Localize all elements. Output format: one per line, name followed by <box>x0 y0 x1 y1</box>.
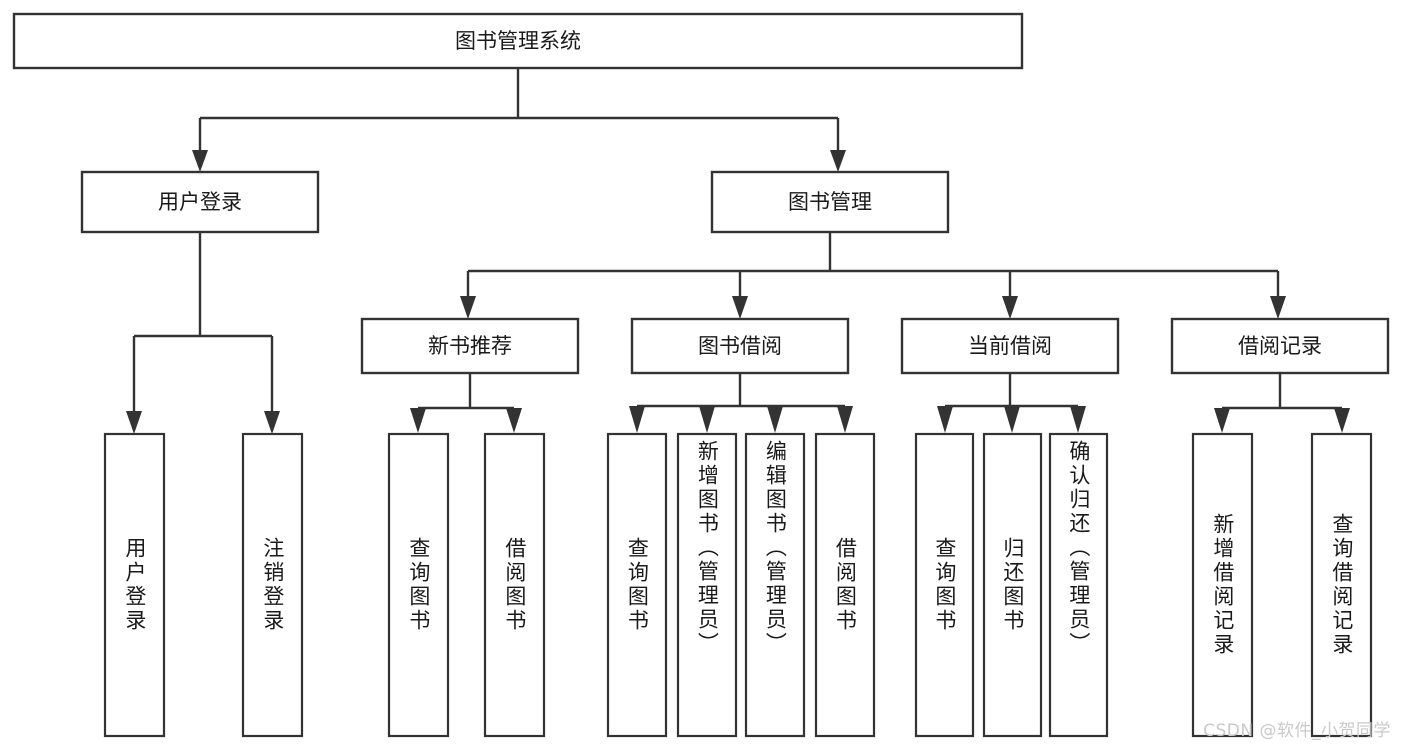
arrow-head-icon <box>410 408 426 433</box>
arrow-head-icon <box>126 411 142 434</box>
node-root[interactable]: 图书管理系统 <box>12 12 1024 70</box>
connector-book-borrow-to-leaves <box>629 373 853 433</box>
arrow-head-icon <box>837 406 853 433</box>
node-leaf-rect[interactable] <box>1048 432 1109 738</box>
node-new-book-recommend-label: 新书推荐 <box>428 334 512 358</box>
node-leaf-rect[interactable] <box>1191 432 1254 738</box>
node-new-book-recommend-rect <box>360 317 580 375</box>
connector-book-management-to-level3 <box>460 232 1286 319</box>
node-leaf-rect[interactable] <box>814 432 876 738</box>
arrow-head-icon <box>264 411 280 434</box>
arrow-head-icon <box>1002 296 1018 319</box>
node-leaf-rect[interactable] <box>676 432 738 738</box>
connector-user-login-to-leaves <box>126 232 280 434</box>
arrow-head-icon <box>830 150 846 172</box>
node-leaf-rect[interactable] <box>483 432 546 738</box>
connector-root-to-level2 <box>192 68 846 172</box>
node-leaf-rect[interactable] <box>1310 432 1373 738</box>
node-root-rect <box>12 12 1024 70</box>
node-current-borrow[interactable]: 当前借阅 <box>900 317 1120 375</box>
node-leaf-rect[interactable] <box>606 432 668 738</box>
node-book-management[interactable]: 图书管理 <box>710 170 950 234</box>
node-user-login-rect <box>80 170 320 234</box>
node-leaf-rect[interactable] <box>387 432 450 738</box>
arrow-head-icon <box>192 150 208 172</box>
node-book-borrow[interactable]: 图书借阅 <box>630 317 850 375</box>
arrow-head-icon <box>1070 406 1086 433</box>
node-leaf-rect[interactable] <box>241 432 304 738</box>
node-leaf-rect[interactable] <box>982 432 1043 738</box>
node-borrow-record-label: 借阅记录 <box>1238 334 1322 358</box>
node-book-borrow-label: 图书借阅 <box>698 334 782 358</box>
arrow-head-icon <box>1214 408 1230 433</box>
arrow-head-icon <box>506 408 522 433</box>
node-user-login[interactable]: 用户登录 <box>80 170 320 234</box>
node-new-book-recommend[interactable]: 新书推荐 <box>360 317 580 375</box>
node-root-label: 图书管理系统 <box>455 29 581 53</box>
arrow-head-icon <box>1004 406 1020 433</box>
arrow-head-icon <box>1270 296 1286 319</box>
node-user-login-label: 用户登录 <box>158 190 242 214</box>
arrow-head-icon <box>732 296 748 319</box>
arrow-head-icon <box>629 406 645 433</box>
arrow-head-icon <box>1334 408 1350 433</box>
arrow-head-icon <box>937 406 953 433</box>
arrow-head-icon <box>767 406 783 433</box>
node-current-borrow-label: 当前借阅 <box>968 334 1052 358</box>
arrow-head-icon <box>460 296 476 319</box>
node-borrow-record[interactable]: 借阅记录 <box>1170 317 1390 375</box>
connector-current-borrow-to-leaves <box>937 373 1086 433</box>
arrow-head-icon <box>699 406 715 433</box>
node-leaf-rect[interactable] <box>914 432 975 738</box>
connector-new-book-recommend-to-leaves <box>410 373 522 433</box>
node-book-management-label: 图书管理 <box>788 190 872 214</box>
node-leaf-rect[interactable] <box>744 432 806 738</box>
node-current-borrow-rect <box>900 317 1120 375</box>
node-leaf-rect[interactable] <box>103 432 166 738</box>
watermark: CSDN @软件_小贺同学 <box>1203 721 1391 741</box>
connector-borrow-record-to-leaves <box>1214 373 1350 433</box>
